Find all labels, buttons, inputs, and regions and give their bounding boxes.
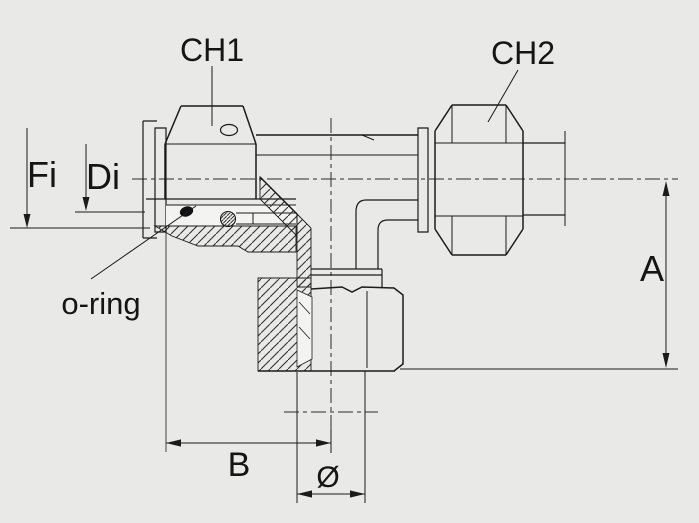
label-oring: o-ring [61,286,140,321]
ferrule-section [296,289,313,368]
branch-tube-walls [296,371,366,503]
branch-nut-outline [258,286,404,372]
diameter-arrowhead-left [297,490,312,498]
label-ch2: CH2 [491,35,555,71]
di-arrowhead [82,197,90,211]
ch2-leader-line [487,69,519,123]
nut-section-hatch [153,225,297,253]
ch2-washer [417,127,429,233]
a-arrowhead-bottom [662,353,670,368]
ch1-nut-dimple [219,123,239,137]
ch1-nut-outline [164,105,257,199]
ch2-nut [417,104,566,256]
branch-left-wall-hatch [296,212,312,288]
cutting-ring-section [219,210,237,228]
label-fi: Fi [27,154,57,195]
dim-fi: Fi [10,128,150,229]
ch1-nut [164,105,257,199]
label-ch1: CH1 [180,32,244,68]
a-arrowhead-top [662,181,670,196]
dim-di: Di [75,144,145,213]
branch-tube [296,371,366,503]
callout-oring: o-ring [61,205,197,321]
ferrule-detail-lines [298,301,311,340]
callout-ch1: CH1 [180,32,244,126]
branch-right-walls [355,212,379,269]
dim-a: A [400,181,678,370]
centerlines [132,118,678,453]
b-arrowhead-right [316,439,331,447]
branch-collar [311,268,383,287]
b-arrowhead-left [166,439,181,447]
dim-diameter: Ø [297,461,365,498]
fi-arrowhead [23,214,31,228]
label-di: Di [86,156,120,197]
body-run [256,134,418,288]
branch-inner-fillet [355,199,418,213]
ch2-nut-outline [434,104,524,256]
ch2-stub-tube [523,142,565,216]
o-ring-seal [179,206,194,217]
label-diameter: Ø [316,461,339,494]
dim-b: B [166,439,331,484]
body-thread-line [256,134,418,156]
left-port [142,120,167,452]
branch-outer-fillet [377,219,418,231]
oring-leader-line [90,205,197,280]
label-b: B [228,446,251,484]
label-a: A [640,248,664,289]
branch-nut [257,268,404,372]
ch2-nut-facet-lines [435,105,523,255]
diameter-arrowhead-right [350,490,365,498]
callout-ch2: CH2 [487,35,555,123]
